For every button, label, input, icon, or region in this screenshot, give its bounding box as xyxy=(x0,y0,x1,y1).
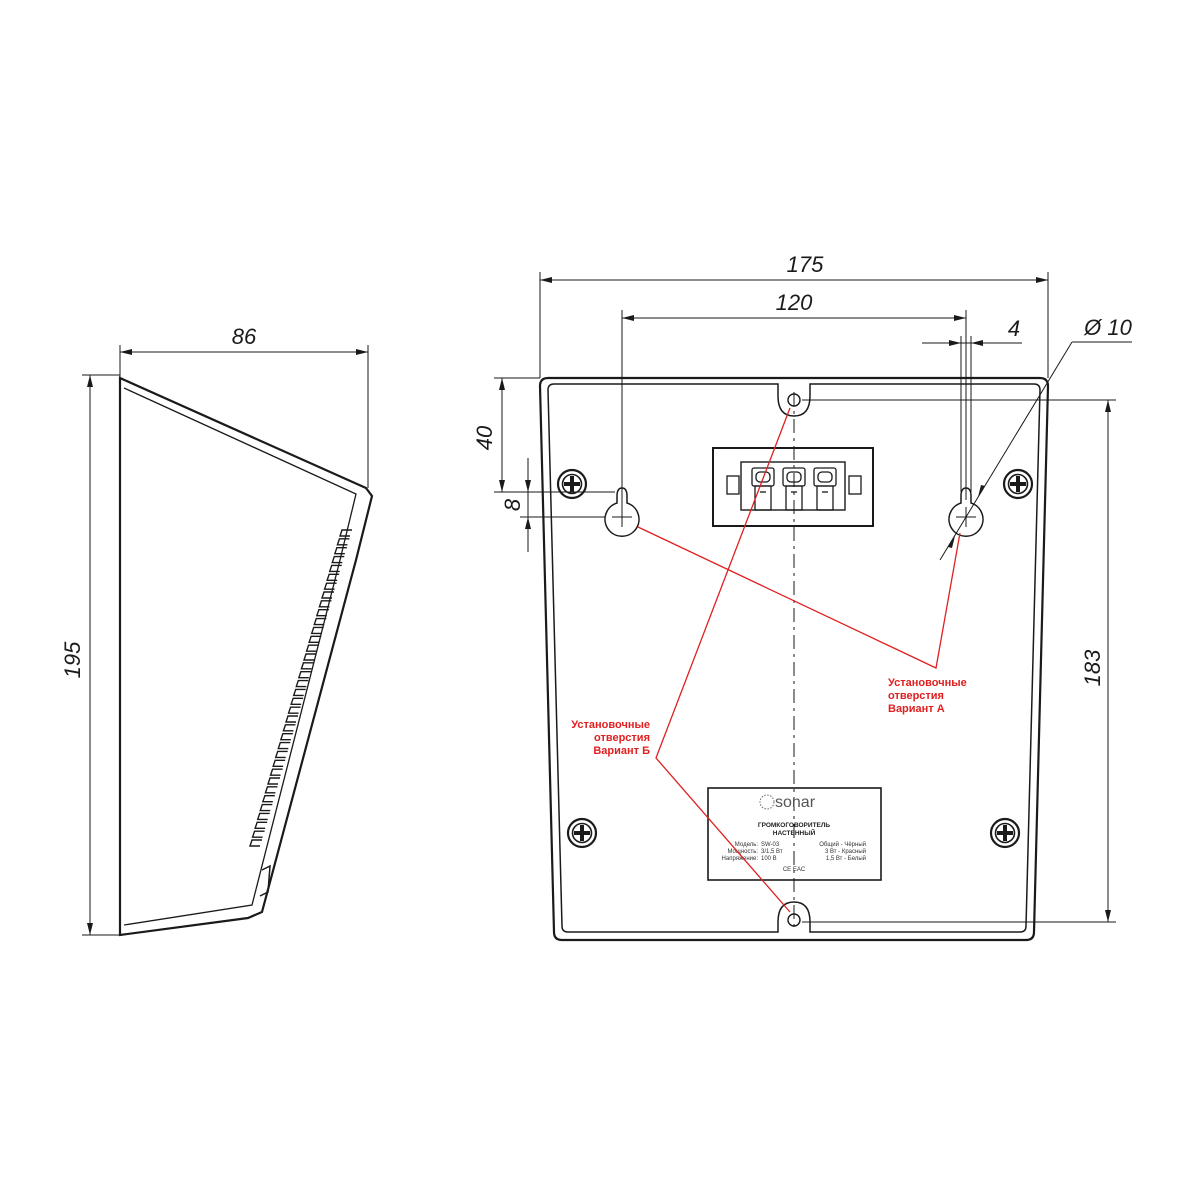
spec-key-power: Мощность: xyxy=(727,849,758,855)
screws xyxy=(556,468,1034,849)
grille-tooth xyxy=(300,662,314,670)
grille-tooth xyxy=(336,538,350,546)
grille-tooth xyxy=(287,706,301,714)
dimension-side-height: 195 xyxy=(60,374,120,936)
spec-key-model: Модель: xyxy=(735,842,759,848)
certification-marks: CE EAC xyxy=(783,867,806,873)
grille-tooth xyxy=(310,626,324,635)
variant-a-line1: Установочные xyxy=(888,677,967,689)
grille-tooth xyxy=(279,733,293,741)
grille-tooth xyxy=(274,750,288,759)
dimension-top-to-holes: 40 xyxy=(472,377,615,493)
grille-tooth xyxy=(318,600,332,608)
dim-183-label: 183 xyxy=(1080,649,1105,686)
grille-tooth xyxy=(249,839,262,847)
grille-tooth xyxy=(261,795,275,803)
screw-icon xyxy=(989,817,1021,849)
grille-tooth xyxy=(321,591,334,599)
screw-icon xyxy=(1002,468,1034,500)
product-title-line1: ГРОМКОГОВОРИТЕЛЬ xyxy=(758,822,831,829)
dimension-front-width: 175 xyxy=(539,252,1049,378)
dimension-hole-pitch: 183 xyxy=(802,399,1116,923)
grille-tooth xyxy=(328,564,342,573)
keyhole-left xyxy=(604,487,640,537)
dim-175-label: 175 xyxy=(787,252,824,277)
grille-tooth xyxy=(333,547,347,555)
label-plate: sonar ГРОМКОГОВОРИТЕЛЬ НАСТЕННЫЙ Модель:… xyxy=(707,787,882,881)
grille-tooth xyxy=(295,679,309,688)
front-view: sonar ГРОМКОГОВОРИТЕЛЬ НАСТЕННЫЙ Модель:… xyxy=(472,252,1133,942)
grille-tooth xyxy=(285,715,298,723)
grille-tooth xyxy=(254,821,268,829)
annotation-variant-b: Установочные отверстия Вариант Б xyxy=(571,719,650,757)
product-title-line2: НАСТЕННЫЙ xyxy=(773,828,816,837)
sonar-logo-icon: sonar xyxy=(759,794,816,811)
grille-tooth xyxy=(297,671,311,679)
terminal-clamp xyxy=(782,467,806,511)
terminal-ears xyxy=(726,475,862,495)
grille-tooth xyxy=(277,741,291,750)
dimension-slot-length: 8 xyxy=(500,458,605,552)
grille-tooth xyxy=(264,786,278,794)
grille-tooth xyxy=(303,653,316,661)
variant-a-line2: отверстия xyxy=(888,690,944,702)
terminal-clamp xyxy=(751,467,775,511)
variant-b-line3: Вариант Б xyxy=(593,745,650,757)
spec-wire-1-5w: 1,5 Вт - Белый xyxy=(826,855,866,862)
dim-8-label: 8 xyxy=(500,498,525,511)
grille-tooth xyxy=(326,573,340,581)
dim-120-label: 120 xyxy=(776,290,813,315)
dimension-side-depth: 86 xyxy=(119,324,369,488)
side-view: 86 195 xyxy=(60,324,374,937)
grille-tooth xyxy=(267,777,280,785)
grille-tooth xyxy=(269,768,283,776)
dim-diameter-label: Ø 10 xyxy=(1083,315,1132,340)
dimension-hole-offset: 4 xyxy=(922,316,1022,492)
annotation-variant-a: Установочные отверстия Вариант А xyxy=(888,677,967,715)
grille-tooth xyxy=(305,644,319,652)
variant-b-line1: Установочные xyxy=(571,719,650,731)
grille-tooth xyxy=(308,635,322,643)
grille-tooth xyxy=(259,803,273,812)
grille-tooth xyxy=(331,555,345,564)
grille-tooth xyxy=(256,812,270,821)
brand-name: sonar xyxy=(775,794,816,811)
grille-tooth xyxy=(290,697,304,705)
terminal-block xyxy=(712,447,874,527)
spec-value-model: SW-03 xyxy=(761,842,780,848)
spec-wire-3w: 3 Вт - Красный xyxy=(825,848,866,855)
annotation-leaders xyxy=(637,407,961,913)
grille-tooth xyxy=(292,688,306,697)
screw-icon xyxy=(556,468,588,500)
grille-tooth xyxy=(323,582,337,590)
dim-4-label: 4 xyxy=(1008,316,1020,341)
screw-icon xyxy=(566,817,598,849)
terminal-clamp xyxy=(813,467,837,511)
grille-tooth xyxy=(313,617,327,626)
side-grille xyxy=(249,529,352,847)
variant-a-line3: Вариант А xyxy=(888,703,945,715)
grille-tooth xyxy=(251,830,265,838)
mount-hole-bottom xyxy=(787,913,801,927)
spec-wire-common: Общий - Чёрный xyxy=(819,841,866,848)
grille-tooth xyxy=(339,529,352,537)
dimension-hole-diameter: Ø 10 xyxy=(939,315,1133,561)
spec-value-voltage: 100 В xyxy=(761,856,777,862)
grille-tooth xyxy=(272,759,286,767)
dim-86-label: 86 xyxy=(232,324,257,349)
grille-tooth xyxy=(282,724,296,732)
spec-key-voltage: Напряжение: xyxy=(722,856,759,862)
mount-hole-top xyxy=(787,393,801,407)
dim-40-label: 40 xyxy=(472,425,497,450)
grille-tooth xyxy=(315,609,329,617)
variant-b-line2: отверстия xyxy=(594,732,650,744)
dimension-hole-spacing: 120 xyxy=(621,290,967,510)
spec-value-power: 3/1,5 Вт xyxy=(761,849,783,855)
dim-195-label: 195 xyxy=(60,641,85,678)
